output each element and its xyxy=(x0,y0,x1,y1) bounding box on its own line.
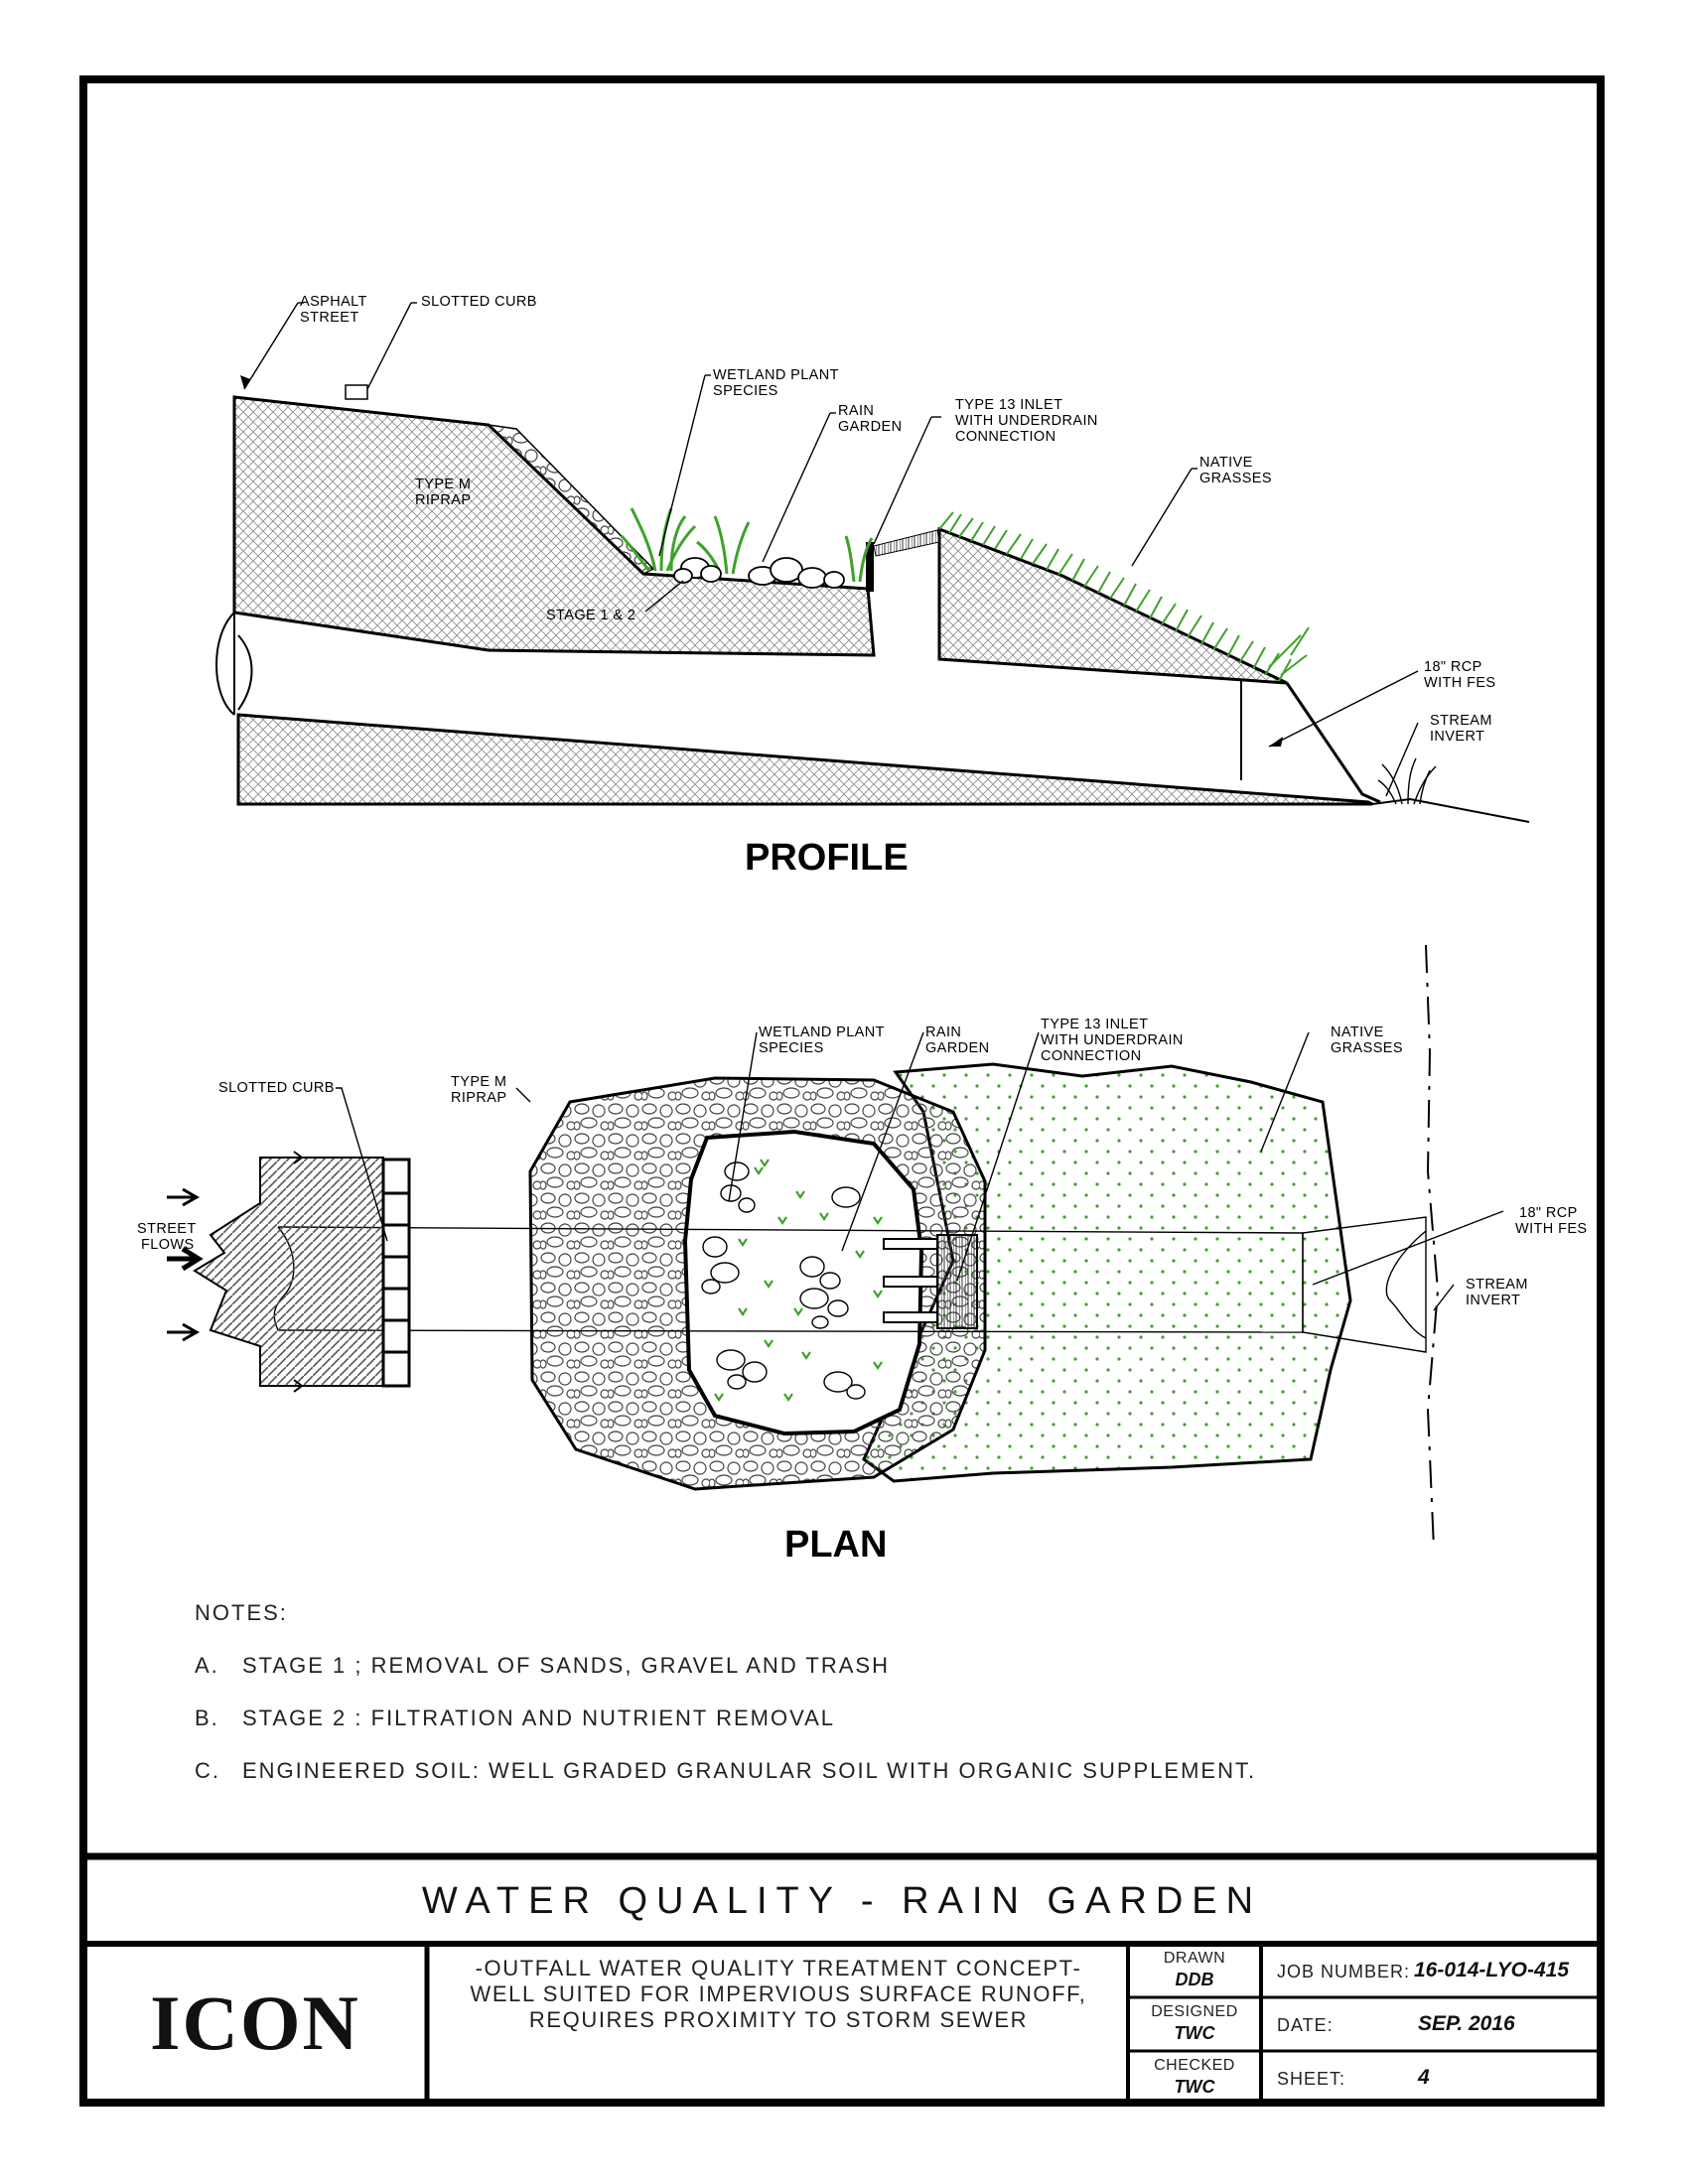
profile-rain-garden-rocks xyxy=(673,557,845,589)
svg-text:CONNECTION: CONNECTION xyxy=(955,429,1055,445)
svg-text:STREET: STREET xyxy=(300,310,359,326)
svg-text:WETLAND PLANT: WETLAND PLANT xyxy=(713,367,839,383)
profile-bottom-soil xyxy=(236,713,1373,806)
profile-riprap xyxy=(486,423,655,575)
svg-text:SPECIES: SPECIES xyxy=(759,1040,824,1056)
profile-label-slotted-curb: SLOTTED CURB xyxy=(421,294,537,310)
profile-label-stream-invert: STREAM INVERT xyxy=(1430,713,1492,745)
title-block-frame xyxy=(83,1852,1601,2103)
plan-label-stream-invert: STREAM INVERT xyxy=(1466,1277,1528,1308)
plan-type13-inlet xyxy=(936,1234,978,1329)
plan-label-rain-garden: RAIN GARDEN xyxy=(925,1024,989,1056)
date-value: SEP. 2016 xyxy=(1418,2012,1515,2035)
svg-text:GARDEN: GARDEN xyxy=(838,419,902,435)
svg-text:STREAM: STREAM xyxy=(1466,1277,1528,1293)
svg-text:RAIN: RAIN xyxy=(925,1024,961,1040)
notes: NOTES: A.STAGE 1 ; REMOVAL OF SANDS, GRA… xyxy=(195,1600,1256,1811)
svg-text:WITH FES: WITH FES xyxy=(1515,1221,1587,1237)
svg-text:FLOWS: FLOWS xyxy=(141,1237,195,1253)
plan-label-type-m-riprap: TYPE M RIPRAP xyxy=(451,1074,506,1106)
profile-label-wetland-plant-species: WETLAND PLANT SPECIES xyxy=(713,367,839,399)
checked-value: TWC xyxy=(1174,2077,1215,2097)
svg-text:STREET: STREET xyxy=(137,1221,197,1237)
note-c: C.ENGINEERED SOIL: WELL GRADED GRANULAR … xyxy=(195,1758,1257,1783)
svg-text:CONNECTION: CONNECTION xyxy=(1041,1048,1141,1064)
sheet-description: -OUTFALL WATER QUALITY TREATMENT CONCEPT… xyxy=(470,1956,1087,2032)
plan-street-flow-arrows xyxy=(167,1187,204,1342)
plan-rocks xyxy=(701,1161,866,1400)
svg-text:TYPE 13 INLET: TYPE 13 INLET xyxy=(1041,1017,1148,1032)
profile-view: ASPHALT STREET SLOTTED CURB WETLAND PLAN… xyxy=(215,294,1530,879)
profile-label-rain-garden: RAIN GARDEN xyxy=(838,403,902,435)
profile-native-grasses xyxy=(938,511,1310,682)
svg-text:NATIVE: NATIVE xyxy=(1199,455,1253,471)
plan-slotted-curb xyxy=(381,1158,411,1388)
profile-stream-reeds xyxy=(1377,757,1437,805)
date-label: DATE: xyxy=(1277,2015,1334,2035)
plan-label-native-grasses: NATIVE GRASSES xyxy=(1331,1024,1403,1056)
svg-text:18" RCP: 18" RCP xyxy=(1519,1205,1578,1221)
drawing-border xyxy=(79,75,1605,2107)
plan-label-type13-inlet: TYPE 13 INLET WITH UNDERDRAIN CONNECTION xyxy=(1041,1017,1184,1064)
svg-text:SPECIES: SPECIES xyxy=(713,383,778,399)
svg-text:WETLAND PLANT: WETLAND PLANT xyxy=(759,1024,885,1040)
profile-label-type13-inlet: TYPE 13 INLET WITH UNDERDRAIN CONNECTION xyxy=(955,397,1098,445)
svg-text:RIPRAP: RIPRAP xyxy=(451,1090,506,1106)
profile-label-rcp-fes: 18" RCP WITH FES xyxy=(1424,659,1495,691)
job-number-label: JOB NUMBER: xyxy=(1277,1962,1411,1981)
company-logo: ICON xyxy=(150,1979,360,2066)
profile-label-native-grasses: NATIVE GRASSES xyxy=(1199,455,1272,486)
designed-label: DESIGNED xyxy=(1151,2003,1238,2020)
plan-wetland-plants xyxy=(714,1159,883,1402)
profile-label-type-m-riprap: TYPE M RIPRAP xyxy=(415,477,471,508)
profile-leaders xyxy=(243,302,1419,797)
svg-text:TYPE M: TYPE M xyxy=(415,477,471,492)
designed-value: TWC xyxy=(1174,2023,1215,2043)
profile-title: PROFILE xyxy=(745,837,909,879)
plan-label-street-flows: STREET FLOWS xyxy=(137,1221,197,1253)
svg-text:GRASSES: GRASSES xyxy=(1331,1040,1403,1056)
profile-label-asphalt-street: ASPHALT STREET xyxy=(300,294,367,326)
note-b: B.STAGE 2 : FILTRATION AND NUTRIENT REMO… xyxy=(195,1706,836,1730)
svg-text:18" RCP: 18" RCP xyxy=(1424,659,1482,675)
svg-text:GARDEN: GARDEN xyxy=(925,1040,989,1056)
plan-label-wetland-plant-species: WETLAND PLANT SPECIES xyxy=(759,1024,885,1056)
svg-text:INVERT: INVERT xyxy=(1466,1293,1520,1308)
plan-leaders xyxy=(336,1031,1504,1311)
svg-text:RAIN: RAIN xyxy=(838,403,874,419)
svg-text:ASPHALT: ASPHALT xyxy=(300,294,367,310)
profile-embankment-right xyxy=(937,526,1288,685)
sheet-label: SHEET: xyxy=(1277,2069,1346,2089)
svg-text:GRASSES: GRASSES xyxy=(1199,471,1272,486)
plan-street xyxy=(193,1157,384,1387)
svg-text:WITH UNDERDRAIN: WITH UNDERDRAIN xyxy=(955,413,1098,429)
sheet-title: WATER QUALITY - RAIN GARDEN xyxy=(421,1879,1263,1922)
svg-text:WITH UNDERDRAIN: WITH UNDERDRAIN xyxy=(1041,1032,1184,1048)
drawn-label: DRAWN xyxy=(1163,1950,1226,1967)
drawn-value: DDB xyxy=(1175,1970,1214,1989)
svg-text:RIPRAP: RIPRAP xyxy=(415,492,471,508)
svg-text:NATIVE: NATIVE xyxy=(1331,1024,1384,1040)
notes-heading: NOTES: xyxy=(195,1600,288,1625)
plan-label-rcp-fes: 18" RCP WITH FES xyxy=(1515,1205,1587,1237)
svg-text:TYPE 13 INLET: TYPE 13 INLET xyxy=(955,397,1062,413)
job-number-value: 16-014-LYO-415 xyxy=(1414,1959,1570,1981)
plan-view: SLOTTED CURB STREET FLOWS TYPE M RIPRAP … xyxy=(137,944,1587,1566)
sheet-value: 4 xyxy=(1418,2066,1430,2089)
svg-text:STREAM: STREAM xyxy=(1430,713,1492,729)
profile-label-stage-1-2: STAGE 1 & 2 xyxy=(546,608,635,623)
checked-label: CHECKED xyxy=(1154,2057,1235,2074)
plan-title: PLAN xyxy=(784,1524,887,1566)
plan-stream-centerline xyxy=(1425,944,1440,1550)
profile-wetland-plants xyxy=(620,507,874,583)
plan-label-slotted-curb: SLOTTED CURB xyxy=(218,1080,335,1096)
svg-text:TYPE M: TYPE M xyxy=(451,1074,506,1090)
svg-text:WITH FES: WITH FES xyxy=(1424,675,1495,691)
svg-text:INVERT: INVERT xyxy=(1430,729,1484,745)
note-a: A.STAGE 1 ; REMOVAL OF SANDS, GRAVEL AND… xyxy=(195,1653,890,1678)
